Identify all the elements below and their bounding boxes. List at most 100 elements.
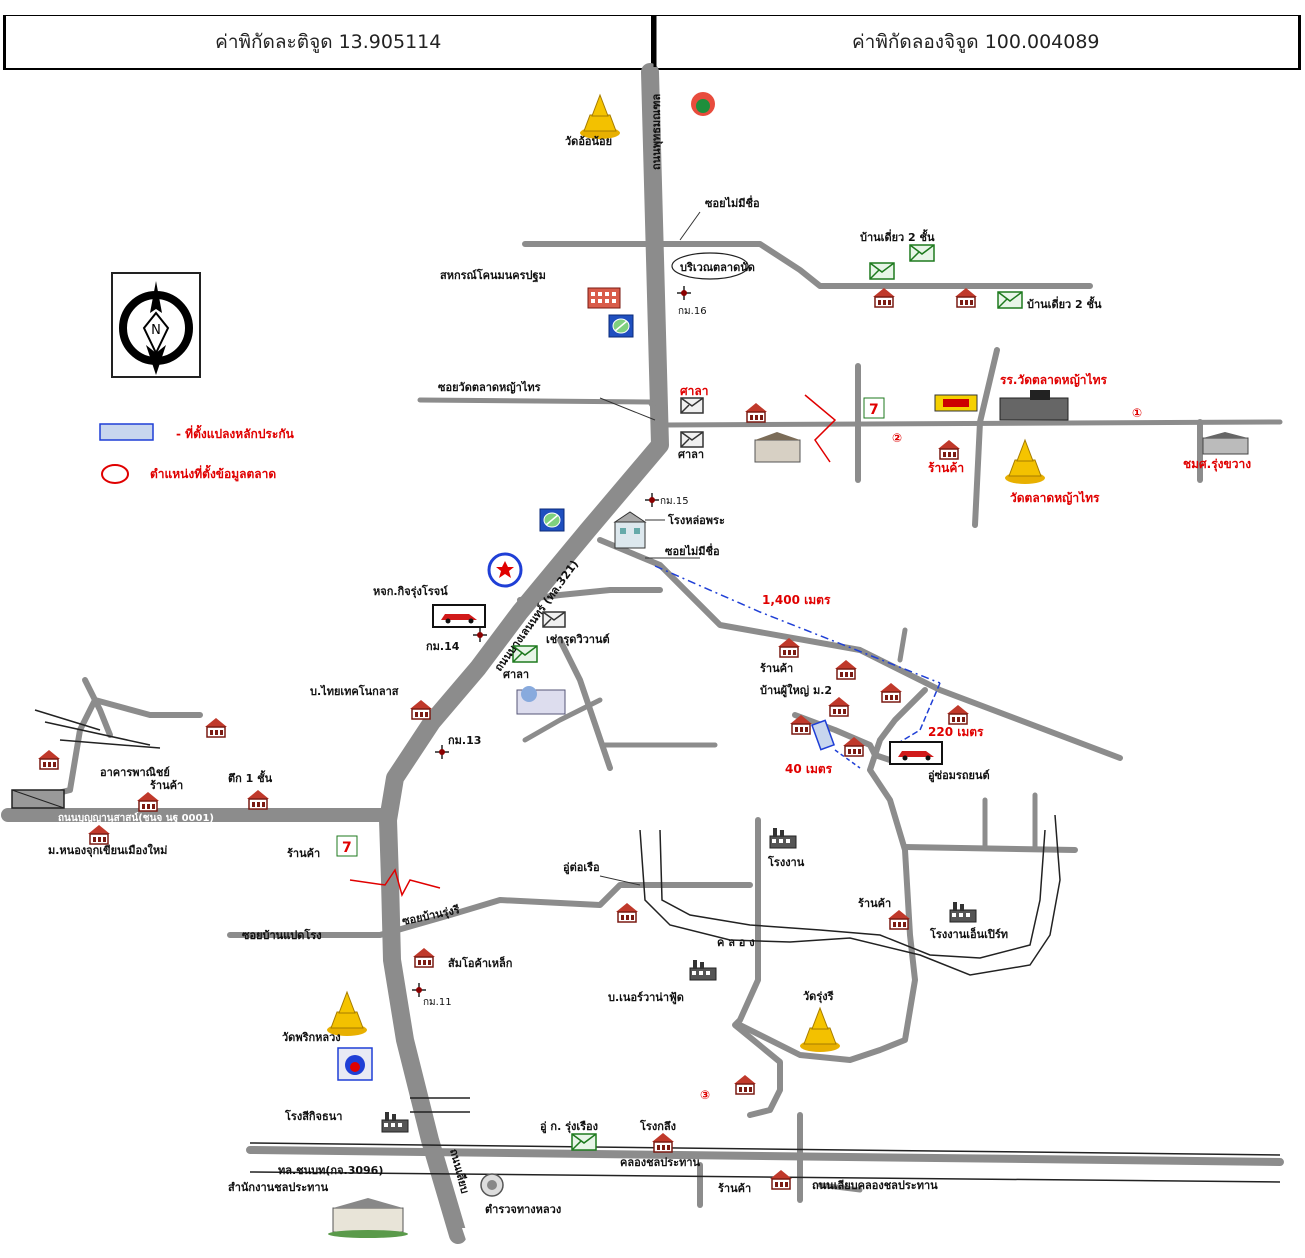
house-icon — [954, 287, 978, 308]
km-post-icon — [676, 285, 692, 301]
fuel-icon — [337, 1047, 373, 1081]
distance-40-label: 40 เมตร — [785, 762, 833, 776]
envelope-icon — [869, 262, 895, 280]
soi-no-name-2-label: ซอยไม่มีชื่อ — [665, 543, 720, 558]
km-post-icon — [644, 492, 660, 508]
school-icon — [999, 390, 1069, 421]
temple-icon — [579, 94, 621, 140]
commercial-bldg-label: อาคารพาณิชย์ — [100, 766, 170, 779]
shop-b-label: ร้านค้า — [760, 662, 793, 675]
house-icon — [744, 402, 768, 423]
market-legend-circle-icon — [101, 464, 129, 484]
market-area-ellipse — [671, 252, 749, 280]
house-icon — [879, 682, 903, 703]
soi-ban-paet-label: ซอยบ้านแปดโรง — [242, 928, 322, 942]
house-photo-icon — [754, 432, 801, 463]
km-post-icon — [411, 982, 427, 998]
irrigation-canal-label: คลองชลประทาน — [620, 1156, 701, 1169]
hjk-label: หจก.กิจรุ่งโรจน์ — [373, 584, 448, 599]
shop-f-label: ร้านค้า — [718, 1182, 751, 1195]
house-icon — [872, 287, 896, 308]
distance-route — [654, 565, 941, 769]
distance-220-label: 220 เมตร — [928, 725, 984, 739]
building-icon — [587, 287, 621, 309]
km16-label: กม.16 — [678, 306, 707, 317]
wat-oi-noi-label: วัดอ้อน้อย — [565, 135, 612, 148]
legend: - ที่ตั้งแปลงหลักประกัน ตำแหน่งที่ตั้งข้… — [99, 423, 295, 484]
house-icon — [409, 699, 433, 720]
rice-mill-label: โรงสีกิจธนา — [284, 1109, 342, 1123]
house-icon — [651, 1132, 675, 1153]
km-post-icon — [434, 744, 450, 760]
wat-talat-label: วัดตลาดหญ้าไทร — [1010, 490, 1100, 505]
road-north-label: ถนนพุทธมณฑล — [650, 93, 664, 170]
soi-no-name-1-label: ซอยไม่มีชื่อ — [705, 195, 760, 210]
factory-a-label: โรงงาน — [767, 855, 805, 869]
km11-label: กม.11 — [423, 997, 452, 1008]
north-letter: N — [151, 323, 161, 338]
envelope-icon — [680, 397, 704, 414]
house-icon — [37, 749, 61, 770]
sala-c-label: ศาลา — [503, 668, 529, 681]
irrigation-office-label: สำนักงานชลประทาน — [228, 1181, 329, 1194]
envelope-icon — [997, 291, 1023, 309]
break-line-icon — [349, 868, 441, 898]
canal-label: ค ล อ ง — [717, 936, 755, 949]
latitude-label: ค่าพิกัดละติจูด 13.905114 — [3, 16, 651, 68]
boat-yard-label: อู่ต่อเรือ — [563, 861, 600, 875]
canal — [639, 814, 1061, 976]
police-emblem-icon — [480, 1173, 504, 1197]
ban-yai-label: บ้านผู้ใหญ่ ม.2 — [760, 683, 832, 698]
house-icon — [87, 824, 111, 845]
factory-icon — [949, 901, 977, 923]
envelope-icon — [680, 431, 704, 448]
km15-label: กม.15 — [660, 496, 689, 507]
hwy3096-label: ทล.ชนบท(กจ.3096) — [278, 1164, 383, 1177]
canal-road-label: ถนนเลียบคลองชลประทาน — [812, 1179, 938, 1192]
foundry-icon — [613, 511, 647, 549]
factory-b-label: โรงงานเอ็นเปิร์ท — [929, 927, 1008, 941]
steel-shop-label: สัมโอค้าเหล็ก — [448, 956, 513, 970]
railway — [34, 709, 1281, 1183]
coop-label: สหกรณ์โคนมนครปฐม — [440, 268, 546, 283]
market-area-label: บริเวณตลาดนัด — [680, 261, 755, 274]
temple-icon — [1004, 439, 1046, 485]
envelope-icon — [571, 1133, 597, 1151]
rental-label: เช่ารุดวิวานต์ — [546, 633, 610, 647]
north-arrow-icon: N — [111, 272, 201, 378]
house-icon — [946, 704, 970, 725]
house-icon — [834, 659, 858, 680]
single-house-a-label: บ้านเดี่ยว 2 ชั้น — [860, 229, 935, 244]
factory-icon — [689, 959, 717, 981]
shop-e-label: ร้านค้า — [858, 897, 891, 910]
house-icon — [412, 947, 436, 968]
collateral-plot — [811, 719, 835, 751]
wat-rung-ri-label: วัดรุ่งรี — [803, 990, 834, 1004]
factory-photo-icon — [516, 686, 566, 715]
gas-station-icon — [487, 552, 523, 588]
house-icon — [937, 439, 961, 460]
store-icon: 7 — [863, 397, 885, 419]
km14-label: กม.14 — [426, 640, 460, 653]
commercial-bldg-icon — [11, 789, 65, 809]
legend-market-label: ตำแหน่งที่ตั้งข้อมูลตลาด — [150, 464, 276, 482]
ice-factory-label: โรงกลึง — [639, 1119, 676, 1133]
car-showroom-icon — [432, 604, 486, 628]
car-repair-label: อู่ซ่อมรถยนต์ — [928, 769, 990, 783]
office-building-icon — [328, 1198, 408, 1238]
envelope-icon — [909, 244, 935, 262]
west-road-label: ถนนบุญญานุสาสน์(ชนจ นฐ 0001) — [58, 812, 214, 824]
distance-1400-label: 1,400 เมตร — [762, 593, 831, 607]
thai-tech-label: บ.ไทยเทคโนกลาส — [310, 684, 399, 698]
house-icon — [136, 791, 160, 812]
store-icon: 7 — [336, 835, 358, 857]
marker-3: ③ — [700, 1088, 710, 1102]
break-line-icon — [804, 394, 837, 463]
road-network — [1, 63, 1284, 1244]
house-icon — [769, 1169, 793, 1190]
svg-text:7: 7 — [342, 840, 352, 856]
soi-wat-label: ซอยวัดตลาดหญ้าไทร — [438, 380, 541, 394]
svg-text:7: 7 — [869, 402, 879, 418]
shop-c-label: ร้านค้า — [150, 779, 183, 792]
